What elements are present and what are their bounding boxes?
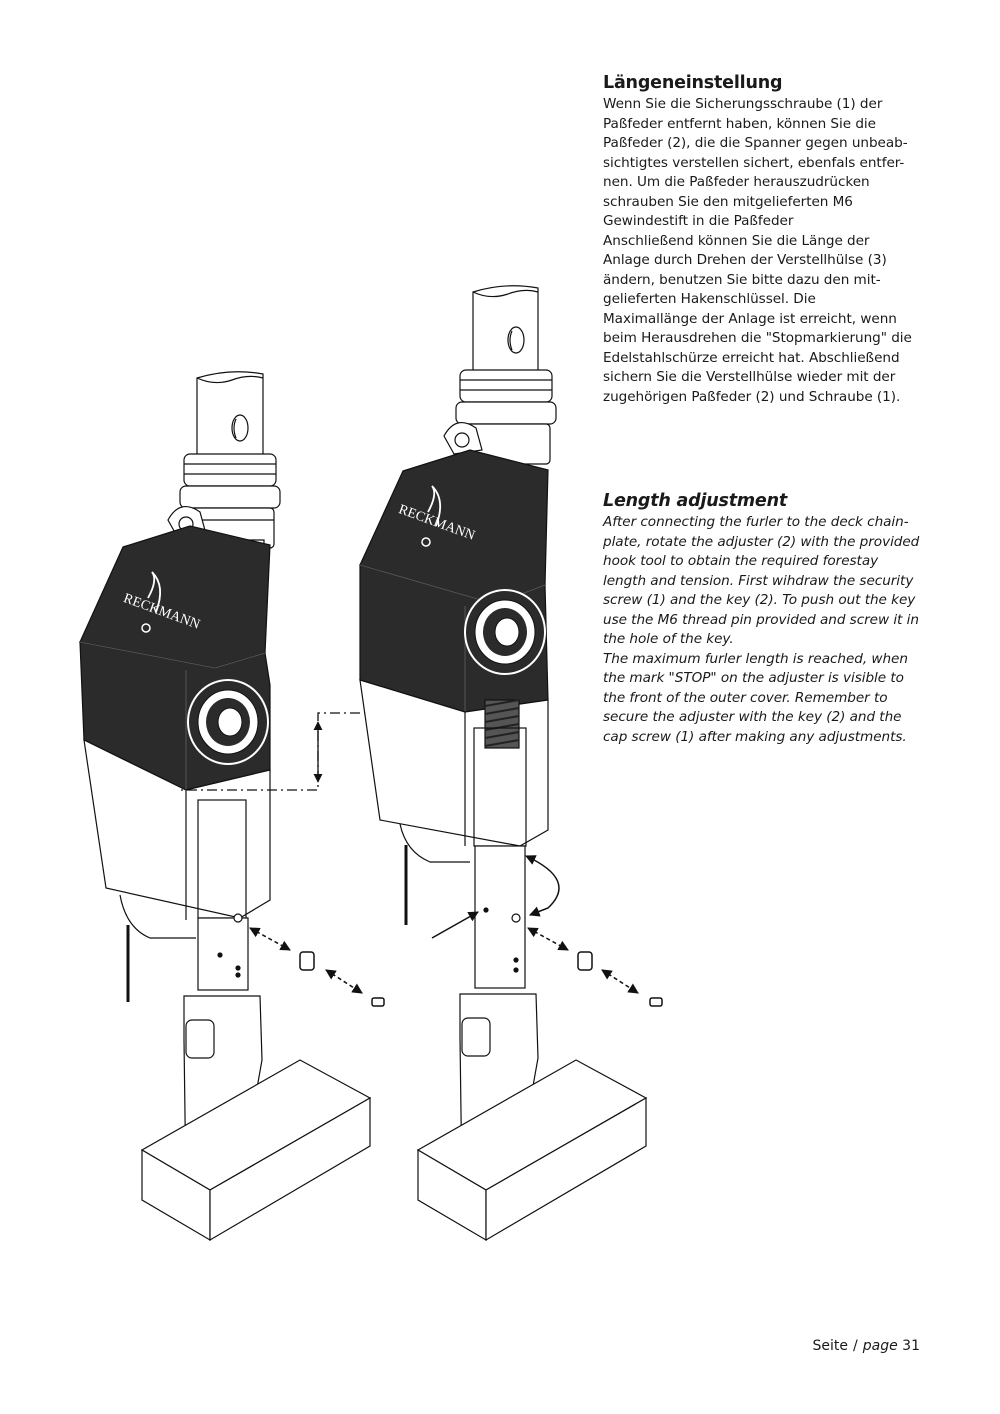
german-line: Wenn Sie die Sicherungsschraube (1) der — [603, 96, 883, 112]
english-line: the hole of the key. — [603, 631, 734, 647]
footer-page-word: page — [862, 1338, 898, 1354]
page-number: 31 — [902, 1338, 920, 1354]
german-line: Paßfeder (2), die die Spanner gegen unbe… — [603, 135, 908, 151]
german-heading: Längeneinstellung — [603, 73, 783, 93]
german-line: nen. Um die Paßfeder herauszudrücken — [603, 174, 870, 190]
german-line: Maximallänge der Anlage ist erreicht, we… — [603, 310, 897, 327]
german-line: zugehörigen Paßfeder (2) und Schraube (1… — [603, 388, 901, 405]
left-part-arrows — [249, 927, 385, 1007]
english-line: After connecting the furler to the deck … — [603, 514, 909, 530]
german-line: sichtigtes verstellen sichert, ebenfals … — [603, 154, 905, 171]
german-line: gelieferten Hakenschlüssel. Die — [603, 291, 816, 307]
english-line: use the M6 thread pin provided and screw… — [603, 611, 919, 628]
english-line: length and tension. First wihdraw the se… — [603, 572, 914, 589]
english-line: the mark "STOP" on the adjuster is visib… — [603, 670, 904, 686]
german-line: Gewindestift in die Paßfeder — [603, 213, 794, 229]
english-line: The maximum furler length is reached, wh… — [603, 650, 908, 667]
german-line: Paßfeder entfernt haben, können Sie die — [603, 115, 876, 132]
english-heading: Length adjustment — [603, 491, 788, 511]
german-line: Anlage durch Drehen der Verstellhülse (3… — [603, 252, 887, 268]
right-part-arrows — [431, 855, 663, 1007]
footer-separator: / — [853, 1338, 858, 1354]
footer-seite: Seite — [812, 1338, 849, 1354]
german-paragraph: Wenn Sie die Sicherungsschraube (1) der … — [603, 95, 943, 407]
page-footer: Seite/page 31 — [813, 1338, 920, 1354]
german-line: Anschließend können Sie die Länge der — [603, 232, 870, 249]
english-line: screw (1) and the key (2). To push out t… — [603, 592, 916, 608]
english-line: hook tool to obtain the required foresta… — [603, 553, 879, 569]
english-line: cap screw (1) after making any adjustmen… — [603, 728, 907, 745]
right-lower-skirt — [359, 679, 648, 1242]
german-line: sichern Sie die Verstellhülse wieder mit… — [603, 369, 896, 385]
english-paragraph: After connecting the furler to the deck … — [603, 513, 943, 747]
german-line: Edelstahlschürze erreicht hat. Abschließ… — [603, 349, 900, 366]
right-housing: RECKMANN — [359, 449, 549, 713]
left-lower-skirt — [83, 738, 372, 1242]
length-dimension-marker — [180, 712, 460, 791]
german-line: schrauben Sie den mitgelieferten M6 — [603, 193, 853, 210]
german-line: beim Herausdrehen die "Stopmarkierung" d… — [603, 330, 912, 346]
english-section: Length adjustment After connecting the f… — [603, 490, 943, 747]
right-furler-assembly — [443, 285, 557, 465]
english-line: secure the adjuster with the key (2) and… — [603, 709, 902, 725]
english-line: the front of the outer cover. Remember t… — [603, 689, 888, 706]
german-section: Längeneinstellung Wenn Sie die Sicherung… — [603, 72, 943, 407]
left-housing: RECKMANN — [79, 525, 271, 791]
english-line: plate, rotate the adjuster (2) with the … — [603, 533, 920, 550]
german-line: ändern, benutzen Sie bitte dazu den mit- — [603, 271, 881, 288]
